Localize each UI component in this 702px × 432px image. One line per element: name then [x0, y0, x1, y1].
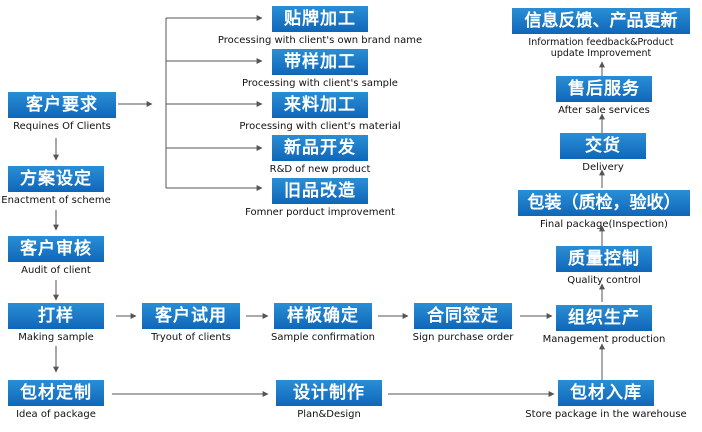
node-after-sale-box: 售后服务: [556, 76, 652, 102]
node-package-storage-box: 包材入库: [558, 380, 654, 406]
node-client-tryout-caption: Tryout of clients: [151, 332, 231, 343]
node-feedback-caption: Information feedback&Product update Impr…: [528, 37, 674, 59]
node-scheme-box: 方案设定: [8, 166, 104, 192]
node-making-sample-caption: Making sample: [18, 332, 94, 343]
node-delivery-box: 交货: [560, 133, 646, 159]
node-scheme-caption: Enactment of scheme: [1, 195, 111, 206]
node-old-product-box: 旧品改造: [272, 178, 368, 204]
node-quality-control-box: 质量控制: [556, 246, 652, 272]
node-oem-brand-box: 贴牌加工: [272, 6, 368, 32]
node-making-sample-box: 打样: [8, 303, 104, 329]
node-with-material-caption: Processing with client's material: [239, 121, 401, 132]
node-design-box: 设计制作: [276, 380, 382, 406]
node-with-material-box: 来料加工: [272, 92, 368, 118]
node-feedback-box: 信息反馈、产品更新: [512, 8, 690, 34]
node-final-package-box: 包装（质检，验收）: [518, 190, 690, 216]
node-oem-brand-caption: Processing with client's own brand name: [217, 35, 423, 46]
node-delivery-caption: Delivery: [582, 162, 624, 173]
node-with-sample-caption: Processing with client's sample: [242, 78, 398, 89]
node-sample-confirmation-caption: Sample confirmation: [271, 332, 375, 343]
node-final-package-caption: Final package(Inspection): [540, 219, 668, 230]
node-design-caption: Plan&Design: [297, 409, 361, 420]
node-sign-contract-box: 合同签定: [414, 303, 512, 329]
node-package-idea-caption: Idea of package: [16, 409, 96, 420]
node-client-requirement-box: 客户要求: [8, 92, 116, 118]
node-production-box: 组织生产: [556, 305, 652, 331]
node-quality-control-caption: Quality control: [567, 275, 641, 286]
node-production-caption: Management production: [542, 334, 666, 345]
node-package-storage-caption: Store package in the warehouse: [525, 409, 687, 420]
node-sample-confirmation-box: 样板确定: [274, 303, 372, 329]
node-with-sample-box: 带样加工: [272, 49, 368, 75]
node-client-audit-caption: Audit of client: [21, 265, 91, 276]
node-old-product-caption: Fomner porduct improvement: [245, 207, 395, 218]
node-client-requirement-caption: Requines Of Clients: [13, 121, 111, 132]
node-client-tryout-box: 客户试用: [142, 303, 240, 329]
node-client-audit-box: 客户审核: [8, 236, 104, 262]
node-package-idea-box: 包材定制: [8, 380, 104, 406]
node-new-product-caption: R&D of new product: [269, 164, 371, 175]
node-new-product-box: 新品开发: [272, 135, 368, 161]
node-after-sale-caption: After sale services: [558, 105, 650, 116]
node-sign-contract-caption: Sign purchase order: [412, 332, 514, 343]
